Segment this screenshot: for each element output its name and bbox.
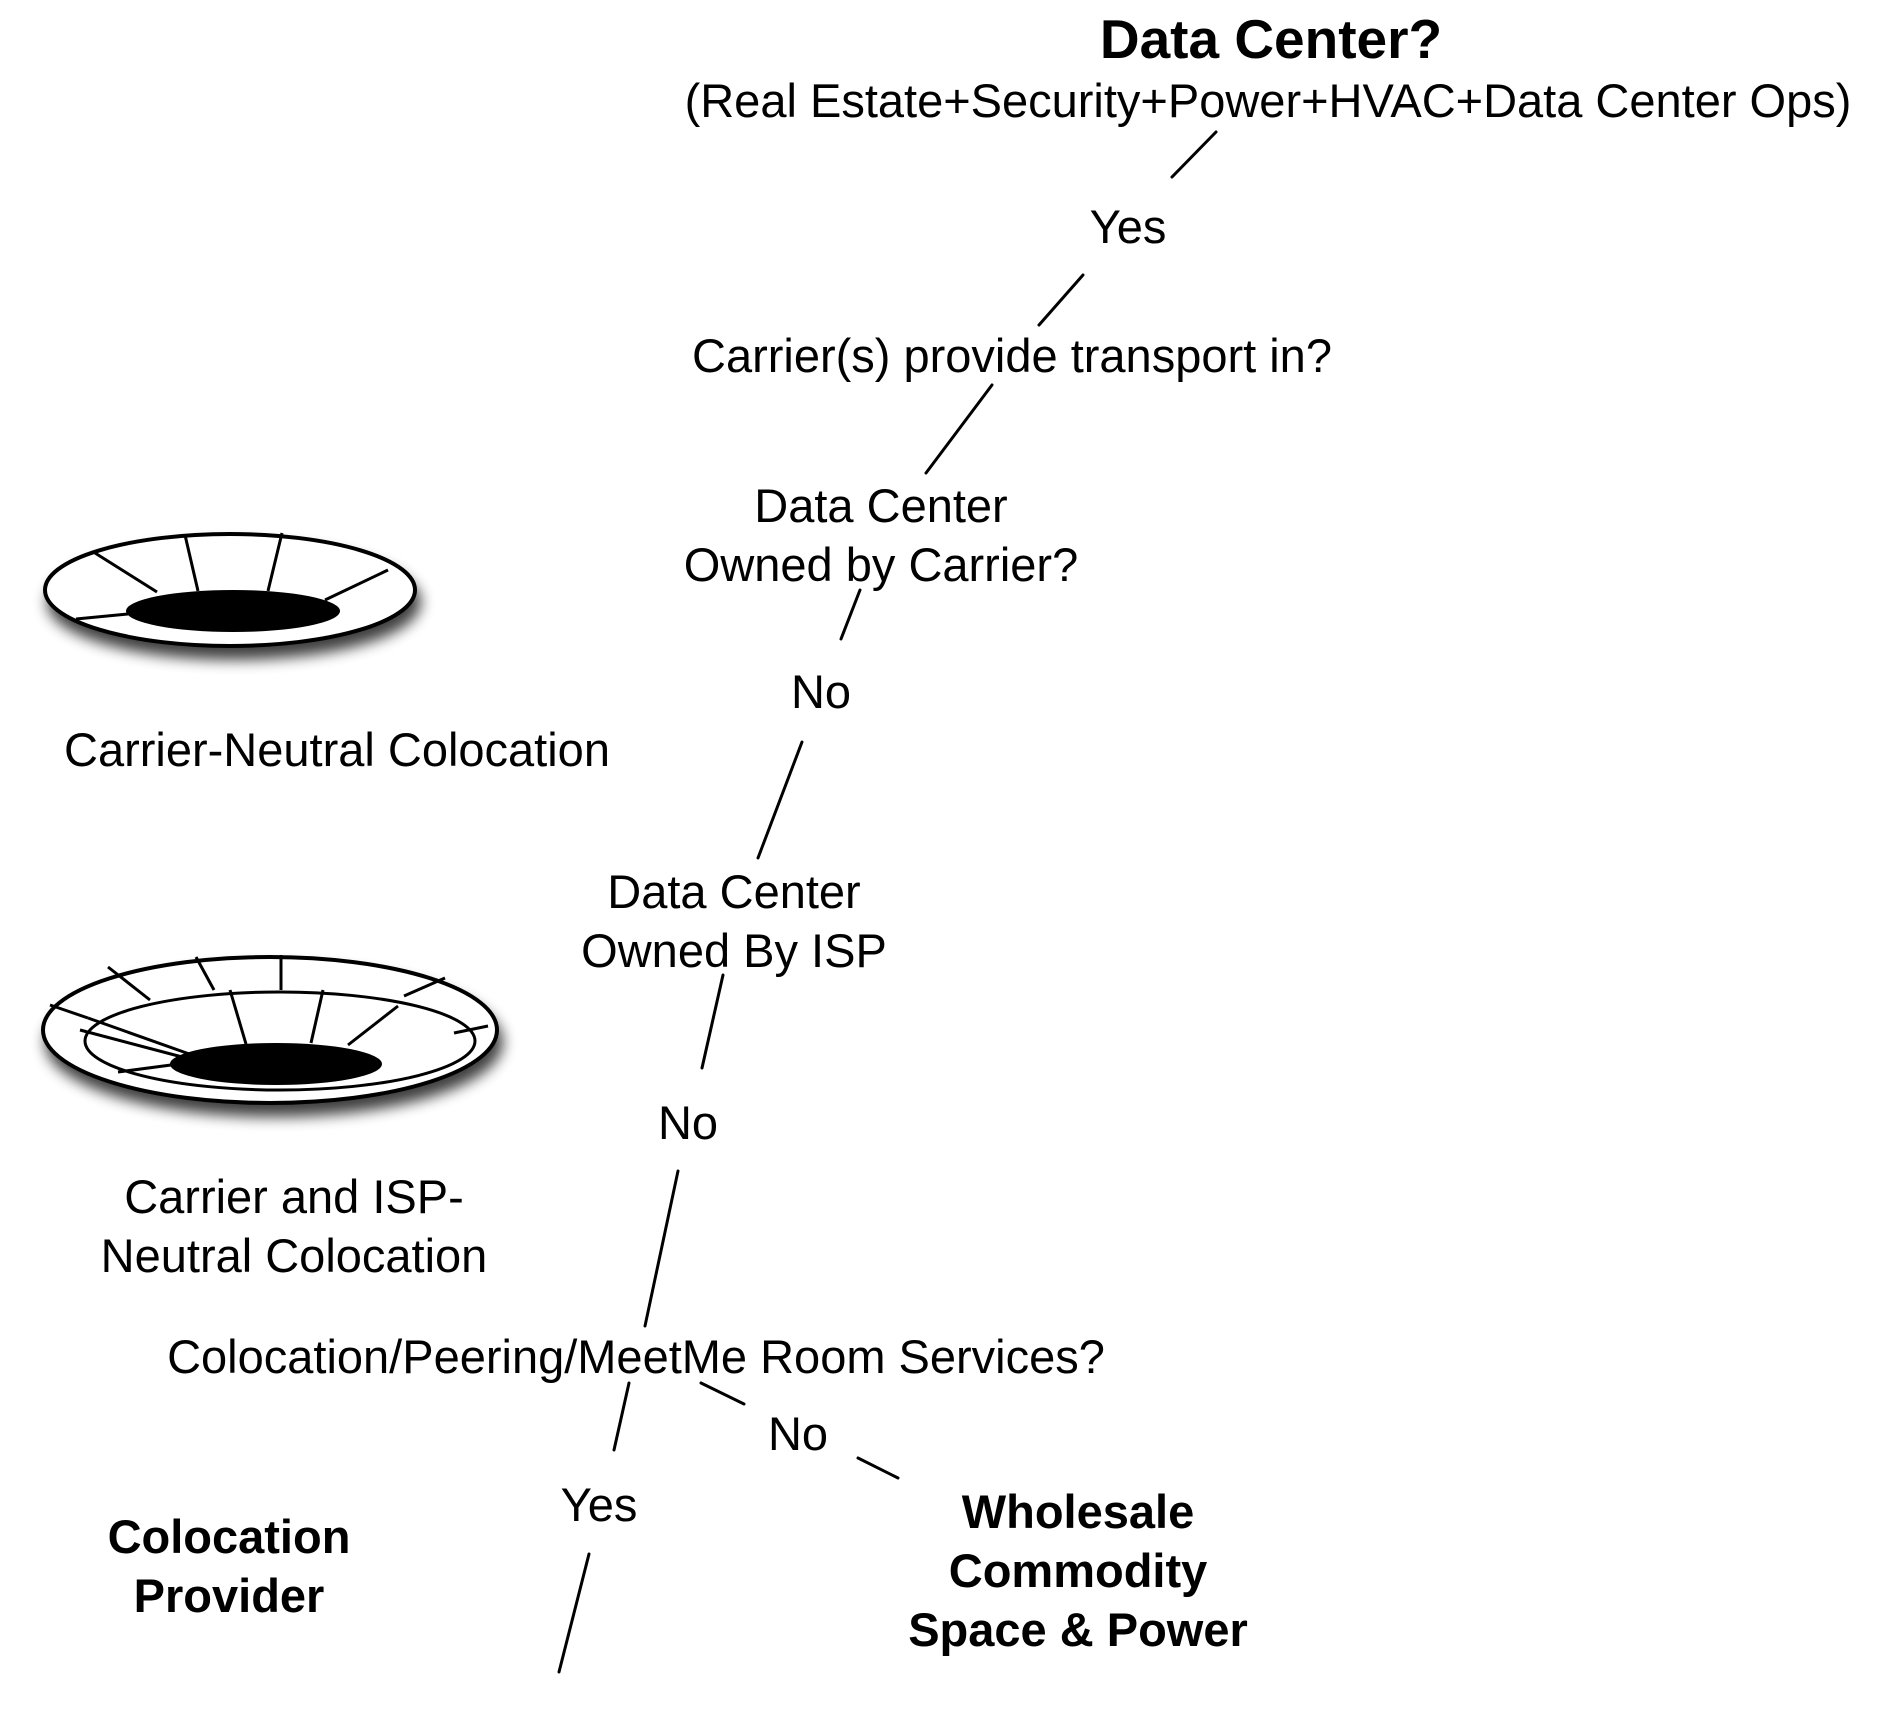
owned-by-carrier-question: Data Center Owned by Carrier? [684, 477, 1078, 595]
connector-no-to-colocation [643, 1169, 680, 1328]
yes-label-1: Yes [1089, 200, 1167, 253]
owned-by-isp-line1: Data Center [607, 865, 861, 918]
wholesale-line3: Space & Power [908, 1602, 1248, 1656]
colocation-provider-line1: Colocation [107, 1510, 351, 1563]
carrier-isp-neutral-dish-icon [41, 955, 499, 1105]
colocation-services-question: Colocation/Peering/MeetMe Room Services? [167, 1330, 1105, 1383]
owned-by-isp-line2: Owned By ISP [581, 923, 887, 977]
connector-colocation-to-no [699, 1381, 746, 1406]
no-label-3: No [767, 1407, 829, 1460]
connector-owned-carrier-to-no [839, 588, 862, 641]
diagram-subtitle: (Real Estate+Security+Power+HVAC+Data Ce… [684, 74, 1852, 127]
carrier-isp-neutral-line1: Carrier and ISP- [124, 1170, 464, 1223]
connector-no-to-owned-isp [756, 740, 804, 860]
carrier-isp-neutral-line2: Neutral Colocation [100, 1228, 488, 1282]
carrier-neutral-dish-icon [43, 532, 417, 648]
owned-by-carrier-line2: Owned by Carrier? [683, 537, 1079, 591]
connector-yes-to-carriers [1037, 273, 1085, 327]
connector-carriers-to-owned-carrier [924, 383, 994, 475]
no-label-2: No [657, 1096, 719, 1149]
carrier-isp-neutral-caption: Carrier and ISP- Neutral Colocation [101, 1168, 488, 1286]
yes-label-2: Yes [560, 1478, 638, 1531]
wholesale-line2: Commodity [948, 1543, 1208, 1597]
carrier-neutral-caption: Carrier-Neutral Colocation [64, 723, 610, 776]
connector-owned-isp-to-no [700, 973, 725, 1070]
no-label-1: No [790, 665, 852, 718]
wholesale-line1: Wholesale [961, 1485, 1195, 1538]
connector-colocation-to-yes [612, 1381, 631, 1452]
colocation-provider-line2: Provider [133, 1568, 325, 1622]
colocation-provider-outcome: Colocation Provider [108, 1508, 351, 1626]
connector-title-to-yes [1170, 130, 1218, 179]
carriers-transport-question: Carrier(s) provide transport in? [692, 329, 1332, 382]
diagram-title: Data Center? [1099, 8, 1443, 70]
owned-by-isp-question: Data Center Owned By ISP [581, 863, 887, 981]
owned-by-carrier-line1: Data Center [754, 479, 1008, 532]
wholesale-outcome: Wholesale Commodity Space & Power [908, 1483, 1248, 1659]
connector-lines [557, 130, 1218, 1674]
connector-no-to-wholesale [856, 1456, 900, 1480]
connector-yes-down [557, 1552, 591, 1674]
